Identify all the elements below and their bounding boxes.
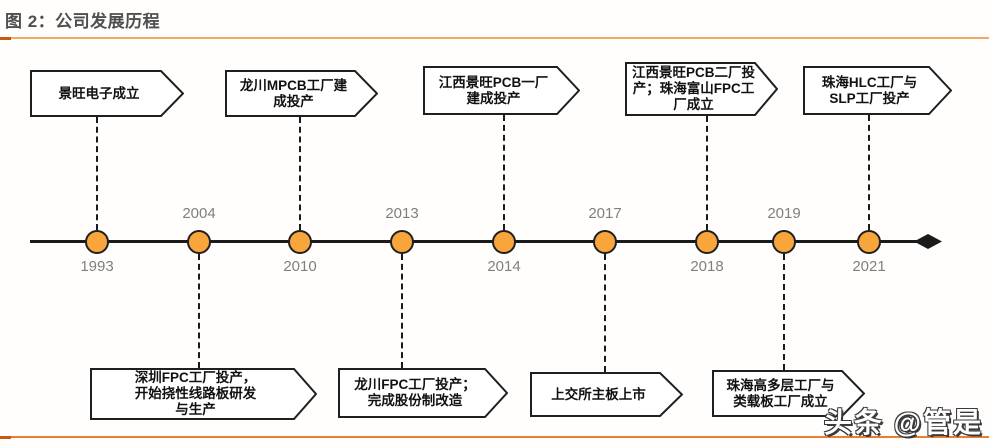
milestone-label-line: 开始挠性线路板研发: [134, 386, 257, 401]
milestone-label-line: 龙川MPCB工厂建: [239, 77, 348, 93]
milestone-label-line: 珠海HLC工厂与: [821, 74, 918, 90]
dashed-connector: [299, 117, 301, 230]
milestone-pentagon-shape: [803, 66, 952, 115]
timeline-node: [593, 230, 617, 254]
milestone-box: 龙川FPC工厂投产；完成股份制改造: [338, 368, 508, 418]
milestone-label-line: 江西景旺PCB一厂: [438, 74, 549, 90]
milestone-label-line: 成投产: [273, 93, 314, 109]
milestone-pentagon-shape: [625, 62, 778, 116]
milestone-label: 上交所主板上市: [530, 372, 661, 417]
timeline-node: [772, 230, 796, 254]
dashed-connector: [868, 115, 870, 230]
milestone-label-line: 与生产: [175, 402, 216, 417]
header-rule: [0, 37, 989, 39]
milestone-pentagon-shape: [530, 372, 683, 417]
milestone-label-line: 完成股份制改造: [367, 393, 463, 408]
dashed-connector: [604, 254, 606, 372]
milestone-label-line: 厂成立: [673, 97, 714, 112]
milestone-box: 上交所主板上市: [530, 372, 683, 417]
footer-rule: [0, 436, 989, 438]
milestone-box: 龙川MPCB工厂建成投产: [225, 70, 378, 117]
milestone-label-line: 景旺电子成立: [58, 85, 140, 101]
milestone-pentagon-shape: [30, 70, 184, 117]
milestone-pentagon-shape: [338, 368, 508, 418]
milestone-label-line: 类载板工厂成立: [733, 393, 828, 409]
timeline-node: [857, 230, 881, 254]
year-label: 1993: [80, 258, 114, 275]
year-label: 2021: [852, 258, 886, 275]
milestone-label-line: 珠海高多层工厂与: [726, 377, 835, 393]
milestone-pentagon-shape: [423, 66, 580, 115]
timeline-node: [85, 230, 109, 254]
timeline-node: [390, 230, 414, 254]
milestone-box: 景旺电子成立: [30, 70, 184, 117]
milestone-label-line: 上交所主板上市: [551, 386, 646, 402]
dashed-connector: [401, 254, 403, 368]
milestone-label: 龙川MPCB工厂建成投产: [225, 70, 356, 117]
milestone-label: 江西景旺PCB二厂投产；珠海富山FPC工厂成立: [625, 62, 756, 116]
timeline-arrow-icon: [914, 234, 942, 249]
timeline-axis: [30, 240, 920, 243]
milestone-label: 深圳FPC工厂投产，开始挠性线路板研发与生产: [90, 368, 295, 420]
milestone-label: 龙川FPC工厂投产；完成股份制改造: [338, 368, 486, 418]
watermark: 头条 @管是: [823, 407, 983, 438]
figure-title: 图 2：公司发展历程: [5, 12, 161, 31]
year-label: 2010: [283, 258, 317, 275]
milestone-label: 珠海高多层工厂与类载板工厂成立: [712, 370, 843, 417]
dashed-connector: [198, 254, 200, 368]
year-label: 2018: [690, 258, 724, 275]
milestone-pentagon-shape: [712, 370, 865, 417]
timeline-node: [288, 230, 312, 254]
milestone-label-line: 深圳FPC工厂投产，: [134, 370, 257, 385]
year-label: 2019: [767, 205, 801, 222]
milestone-label-line: 建成投产: [466, 90, 521, 106]
dashed-connector: [706, 116, 708, 230]
year-label: 2004: [182, 205, 216, 222]
dashed-connector: [783, 254, 785, 370]
timeline-node: [187, 230, 211, 254]
timeline-node: [492, 230, 516, 254]
year-label: 2013: [385, 205, 419, 222]
header-rule-accent: [0, 37, 11, 40]
milestone-box: 珠海高多层工厂与类载板工厂成立: [712, 370, 865, 417]
milestone-box: 江西景旺PCB二厂投产；珠海富山FPC工厂成立: [625, 62, 778, 116]
dashed-connector: [96, 117, 98, 230]
milestone-pentagon-shape: [90, 368, 317, 420]
timeline-node: [695, 230, 719, 254]
year-label: 2014: [487, 258, 521, 275]
milestone-label-line: 龙川FPC工厂投产；: [354, 377, 476, 392]
dashed-connector: [503, 115, 505, 230]
milestone-box: 江西景旺PCB一厂建成投产: [423, 66, 580, 115]
footer-rule-accent: [0, 436, 11, 439]
milestone-label-line: 产；珠海富山FPC工: [632, 81, 755, 96]
milestone-label: 江西景旺PCB一厂建成投产: [423, 66, 558, 115]
milestone-box: 深圳FPC工厂投产，开始挠性线路板研发与生产: [90, 368, 317, 420]
milestone-label-line: 江西景旺PCB二厂投: [631, 65, 755, 80]
milestone-label-line: SLP工厂投产: [829, 90, 910, 106]
milestone-pentagon-shape: [225, 70, 378, 117]
year-label: 2017: [588, 205, 622, 222]
milestone-label: 景旺电子成立: [30, 70, 162, 117]
